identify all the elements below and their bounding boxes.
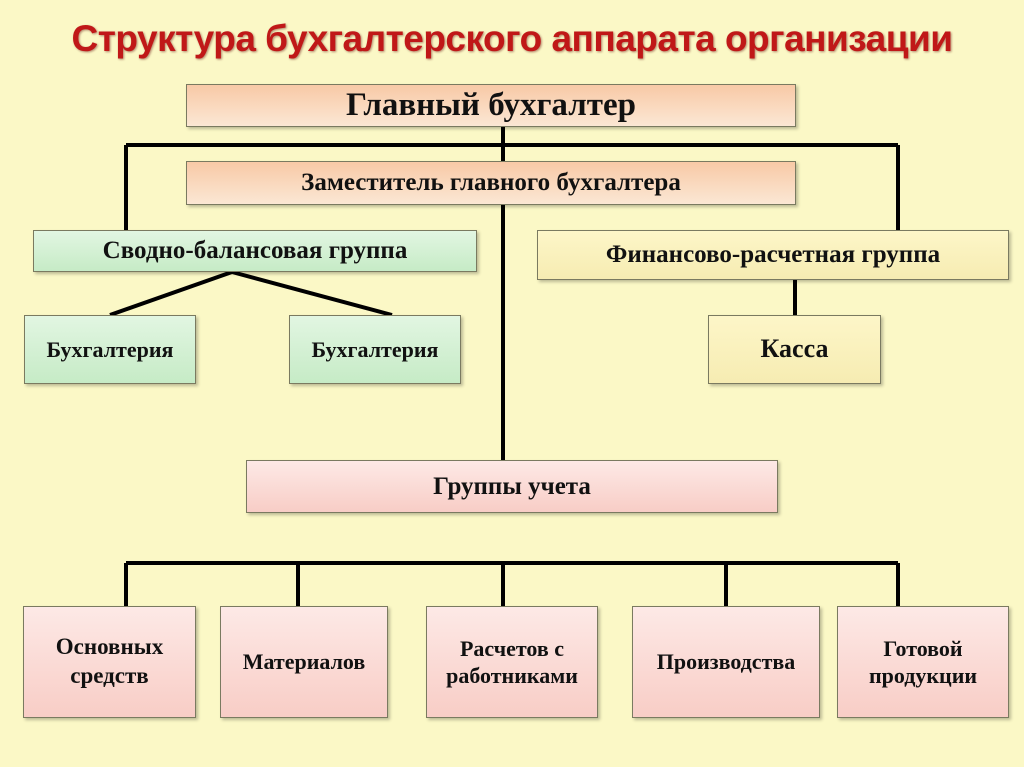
- finished-goods-box: Готовой продукции: [837, 606, 1009, 718]
- fan-left-line: [109, 270, 233, 317]
- fan-right-line: [231, 270, 393, 317]
- accounting-box-2: Бухгалтерия: [289, 315, 461, 384]
- fixed-assets-box: Основных средств: [23, 606, 196, 718]
- finance-settlement-group-box: Финансово-расчетная группа: [537, 230, 1009, 280]
- chief-accountant-box: Главный бухгалтер: [186, 84, 796, 127]
- deputy-accountant-box: Заместитель главного бухгалтера: [186, 161, 796, 205]
- summary-balance-group-box: Сводно-балансовая группа: [33, 230, 477, 272]
- production-box: Производства: [632, 606, 820, 718]
- payroll-box: Расчетов с работниками: [426, 606, 598, 718]
- page-title: Структура бухгалтерского аппарата органи…: [71, 18, 953, 59]
- cashier-box: Касса: [708, 315, 881, 384]
- materials-box: Материалов: [220, 606, 388, 718]
- accounting-groups-box: Группы учета: [246, 460, 778, 513]
- accounting-box-1: Бухгалтерия: [24, 315, 196, 384]
